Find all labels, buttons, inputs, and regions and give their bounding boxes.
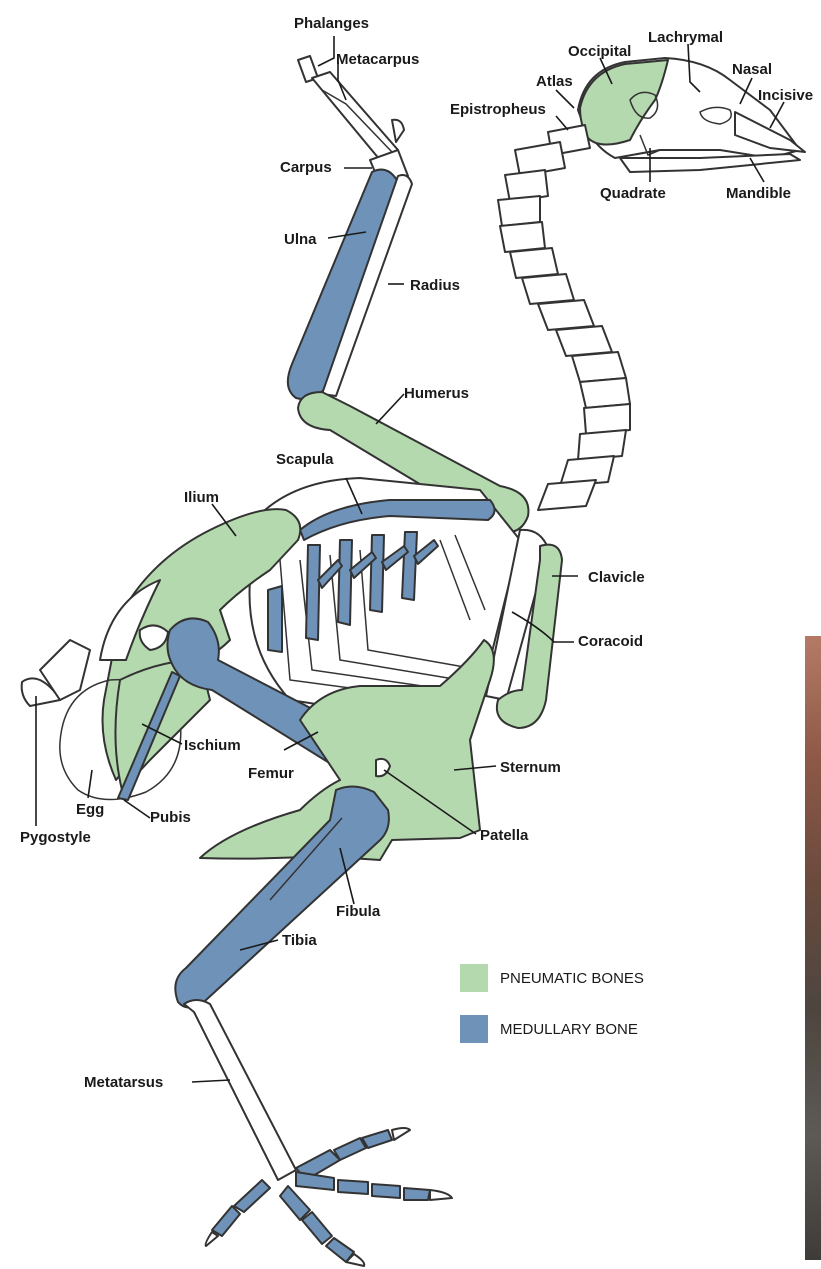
label-coracoid: Coracoid [578, 633, 643, 650]
label-clavicle: Clavicle [588, 569, 645, 586]
vertebra [522, 274, 574, 304]
label-nasal: Nasal [732, 61, 772, 78]
label-occipital: Occipital [568, 43, 631, 60]
leader-egg [88, 770, 92, 798]
toe-bone [280, 1186, 310, 1220]
wing-digit [392, 120, 404, 142]
toe-bone [234, 1180, 270, 1212]
label-metacarpus: Metacarpus [336, 51, 419, 68]
label-sternum: Sternum [500, 759, 561, 776]
vertebral-rib [402, 532, 417, 600]
label-phalanges: Phalanges [294, 15, 369, 32]
vertebra [556, 326, 612, 356]
leader-atlas [556, 90, 574, 108]
leader-phalanges [318, 36, 334, 66]
toe-bone [338, 1180, 368, 1194]
label-lachrymal: Lachrymal [648, 29, 723, 46]
vertebra [510, 248, 558, 278]
label-quadrate: Quadrate [600, 185, 666, 202]
label-tibia: Tibia [282, 932, 317, 949]
mandible-bone [620, 154, 800, 172]
claw [392, 1128, 410, 1140]
label-ischium: Ischium [184, 737, 241, 754]
leader-pubis [124, 800, 150, 818]
vertebra [572, 352, 626, 382]
label-ulna: Ulna [284, 231, 317, 248]
label-carpus: Carpus [280, 159, 332, 176]
claw [206, 1232, 218, 1246]
label-ilium: Ilium [184, 489, 219, 506]
vertebral-rib [338, 540, 352, 625]
toe-bone [212, 1206, 240, 1236]
toe-bone [404, 1188, 430, 1200]
pelvis [22, 509, 301, 800]
claw [430, 1190, 452, 1200]
metacarpus-bone [312, 72, 398, 160]
label-metatarsus: Metatarsus [84, 1074, 163, 1091]
label-scapula: Scapula [276, 451, 334, 468]
label-fibula: Fibula [336, 903, 381, 920]
label-epistropheus: Epistropheus [450, 101, 546, 118]
toe-bone [302, 1212, 332, 1244]
cropped-photo-edge [805, 636, 821, 1260]
vertebral-rib [268, 586, 282, 652]
toe-bone [334, 1138, 366, 1160]
legend-swatch-pneumatic [460, 964, 488, 992]
label-atlas: Atlas [536, 73, 573, 90]
leader-epistropheus [556, 116, 568, 130]
cervical-vertebrae [498, 125, 630, 510]
label-incisive: Incisive [758, 87, 813, 104]
leader-metatarsus [192, 1080, 230, 1082]
metatarsus-bone [184, 1000, 296, 1180]
label-pygostyle: Pygostyle [20, 829, 91, 846]
label-pubis: Pubis [150, 809, 191, 826]
legend-swatch-medullary [460, 1015, 488, 1043]
label-humerus: Humerus [404, 385, 469, 402]
vertebra [498, 196, 540, 226]
vertebra [538, 300, 594, 330]
label-radius: Radius [410, 277, 460, 294]
label-patella: Patella [480, 827, 529, 844]
toe-bone [362, 1130, 392, 1148]
vertebral-rib [306, 545, 320, 640]
leader-humerus [376, 394, 404, 424]
label-egg: Egg [76, 801, 104, 818]
vertebra [580, 378, 630, 408]
vertebral-rib [370, 535, 384, 612]
legend-label-pneumatic: PNEUMATIC BONES [500, 970, 644, 987]
label-femur: Femur [248, 765, 294, 782]
vertebra [538, 480, 596, 510]
toe-bone [372, 1184, 400, 1198]
toes [206, 1128, 452, 1266]
label-mandible: Mandible [726, 185, 791, 202]
wing [288, 56, 412, 399]
vertebra [578, 430, 626, 460]
legend-label-medullary: MEDULLARY BONE [500, 1021, 638, 1038]
vertebra [500, 222, 545, 252]
toe-bone [296, 1172, 334, 1190]
legend: PNEUMATIC BONES MEDULLARY BONE [460, 964, 644, 1043]
